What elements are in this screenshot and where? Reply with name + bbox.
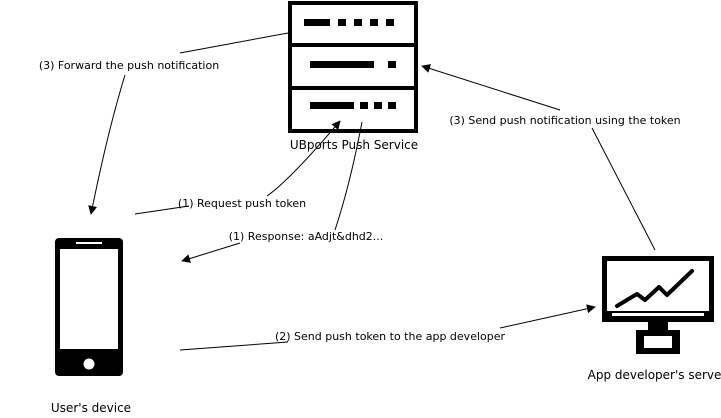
edge-label-response: (1) Response: aAdjt&dhd2... bbox=[229, 230, 384, 243]
edge-request-token bbox=[134, 121, 340, 215]
server-rack-icon bbox=[288, 1, 418, 133]
smartphone-icon bbox=[55, 238, 123, 376]
edge-send-push bbox=[422, 66, 656, 251]
edge-label-request-token: (1) Request push token bbox=[178, 197, 306, 210]
edge-send-token bbox=[179, 307, 595, 351]
device-label: User's device bbox=[51, 401, 131, 415]
edge-forward-push bbox=[91, 32, 289, 214]
edge-response bbox=[182, 121, 363, 261]
appserver-label: App developer's server bbox=[588, 368, 721, 382]
server-label: UBports Push Service bbox=[290, 138, 418, 152]
edge-label-forward-push: (3) Forward the push notification bbox=[39, 59, 219, 72]
edge-label-send-push: (3) Send push notification using the tok… bbox=[449, 114, 680, 127]
edge-label-send-token: (2) Send push token to the app developer bbox=[275, 330, 506, 343]
monitor-chart-icon bbox=[602, 256, 714, 354]
